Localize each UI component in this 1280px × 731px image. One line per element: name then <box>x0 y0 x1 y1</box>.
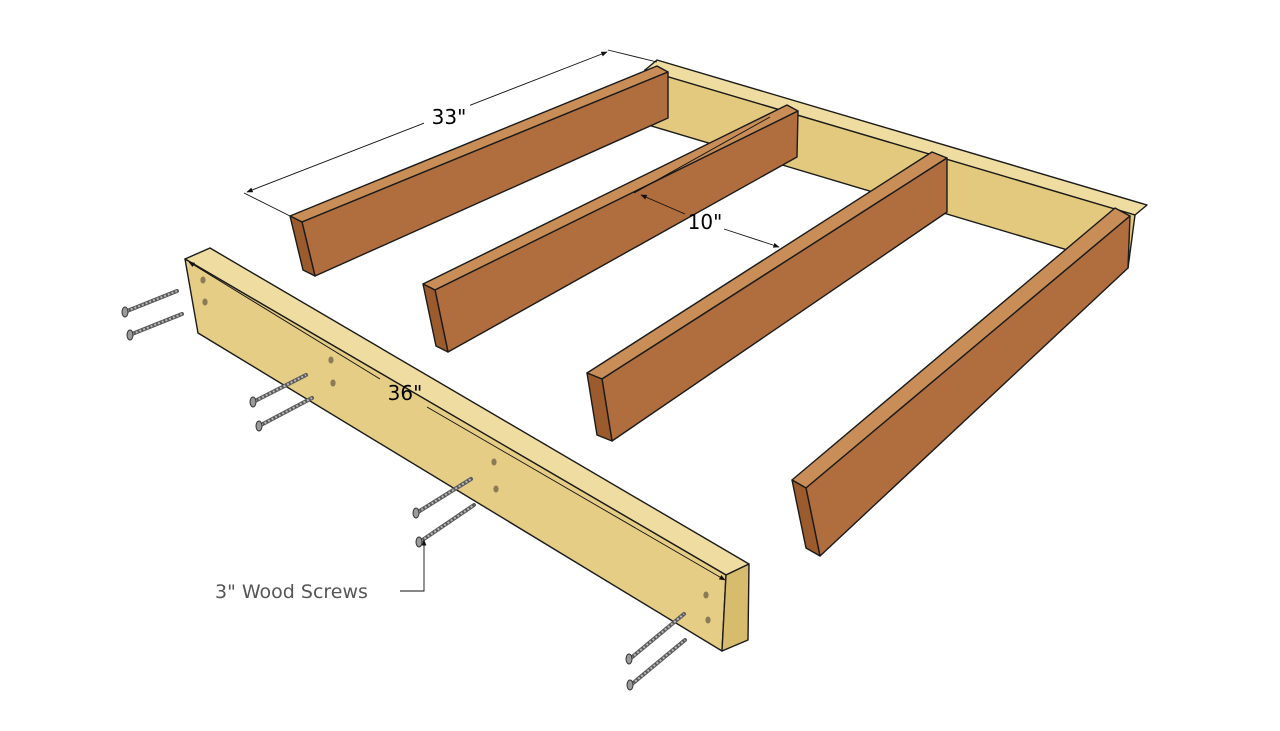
dimension-36-label: 36" <box>388 381 423 405</box>
screw <box>249 373 308 408</box>
screw <box>415 503 476 548</box>
joist-3 <box>586 151 948 442</box>
screw <box>625 612 686 665</box>
dimension-33-label: 33" <box>432 105 467 129</box>
screw <box>126 312 184 341</box>
pilot-holes <box>200 276 711 624</box>
dimension-33: 33" <box>243 49 658 217</box>
dimension-36: 36" <box>188 261 726 581</box>
dimension-10-label: 10" <box>688 210 723 234</box>
front-rim-board <box>184 247 750 652</box>
dimension-10: 10" <box>633 116 780 248</box>
screw <box>626 638 687 691</box>
screws-callout-label: 3" Wood Screws <box>215 581 368 603</box>
screw <box>255 396 314 432</box>
screws <box>121 289 687 691</box>
screws-callout: 3" Wood Screws <box>215 539 427 603</box>
joist-2 <box>422 104 799 353</box>
screw <box>412 477 473 519</box>
screw <box>121 289 179 318</box>
joist-4 <box>791 207 1131 557</box>
